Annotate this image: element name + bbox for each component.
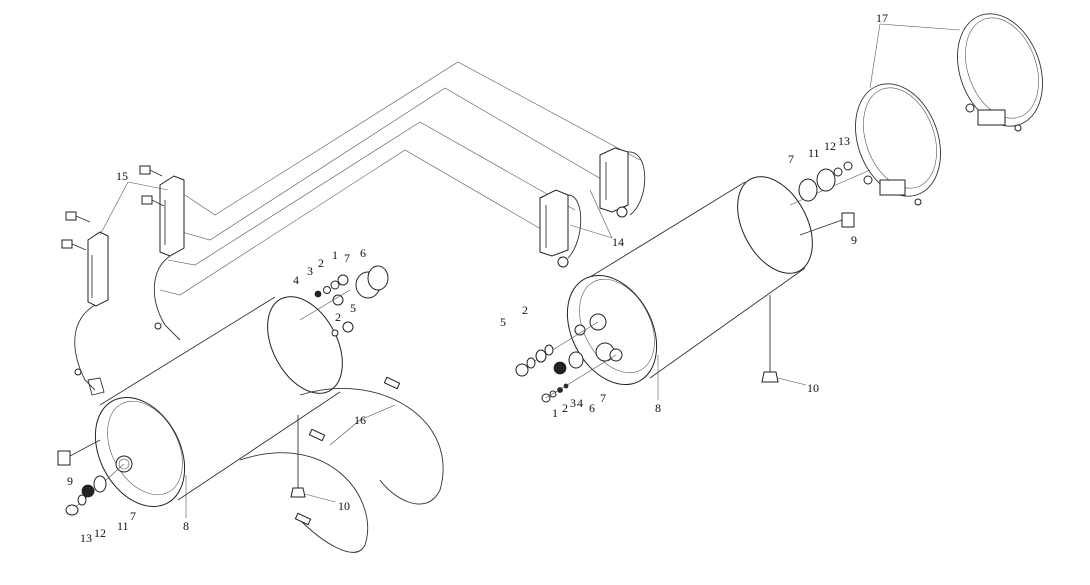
left-straps xyxy=(239,376,444,553)
callout-7: 7 xyxy=(600,391,606,405)
callout-2: 2 xyxy=(522,303,528,317)
right-callouts: 17 14 7 11 12 13 9 5 2 1 2 3 4 6 7 8 10 xyxy=(500,11,888,420)
left-air-tank xyxy=(94,296,343,508)
left-drain-valve xyxy=(290,415,306,498)
callout-2: 2 xyxy=(335,310,341,324)
callout-2: 2 xyxy=(318,256,324,270)
left-callouts: 15 16 8 10 9 13 12 11 7 4 3 2 1 7 6 5 2 xyxy=(67,169,366,545)
left-end-fittings xyxy=(57,439,125,516)
callout-2: 2 xyxy=(562,401,568,415)
callout-17: 17 xyxy=(876,11,888,25)
right-brackets xyxy=(539,147,646,268)
right-clamp-straps xyxy=(855,13,1043,206)
callout-14: 14 xyxy=(612,235,624,249)
callout-1: 1 xyxy=(332,248,338,262)
callout-3: 3 xyxy=(307,264,313,278)
callout-4: 4 xyxy=(293,273,299,287)
callout-7: 7 xyxy=(130,509,136,523)
left-bolts xyxy=(61,165,165,251)
left-top-fittings xyxy=(299,265,389,337)
callout-8: 8 xyxy=(183,519,189,533)
callout-12: 12 xyxy=(94,526,106,540)
callout-13: 13 xyxy=(838,134,850,148)
callout-11: 11 xyxy=(808,146,820,160)
right-end-fittings xyxy=(789,161,871,236)
callout-1: 1 xyxy=(552,406,558,420)
callout-9: 9 xyxy=(851,233,857,247)
callout-12: 12 xyxy=(824,139,836,153)
callout-7: 7 xyxy=(788,152,794,166)
callout-5: 5 xyxy=(350,301,356,315)
callout-4: 4 xyxy=(577,396,583,410)
callout-10: 10 xyxy=(338,499,350,513)
callout-10: 10 xyxy=(807,381,819,395)
callout-6: 6 xyxy=(589,401,595,415)
leader-lines xyxy=(99,23,961,518)
right-front-fittings xyxy=(515,321,617,403)
left-bracket-front xyxy=(74,231,109,396)
callout-15: 15 xyxy=(116,169,128,183)
callout-6: 6 xyxy=(360,246,366,260)
callout-16: 16 xyxy=(354,413,366,427)
right-air-tank xyxy=(566,176,813,386)
left-bracket-rear xyxy=(153,175,185,341)
callout-11: 11 xyxy=(117,519,129,533)
bracket-link-lines xyxy=(159,61,641,296)
callout-7: 7 xyxy=(344,251,350,265)
callout-8: 8 xyxy=(655,401,661,415)
callout-3: 3 xyxy=(570,396,576,410)
callout-13: 13 xyxy=(80,531,92,545)
callout-9: 9 xyxy=(67,474,73,488)
callout-5: 5 xyxy=(500,315,506,329)
right-drain-valve xyxy=(761,295,779,383)
